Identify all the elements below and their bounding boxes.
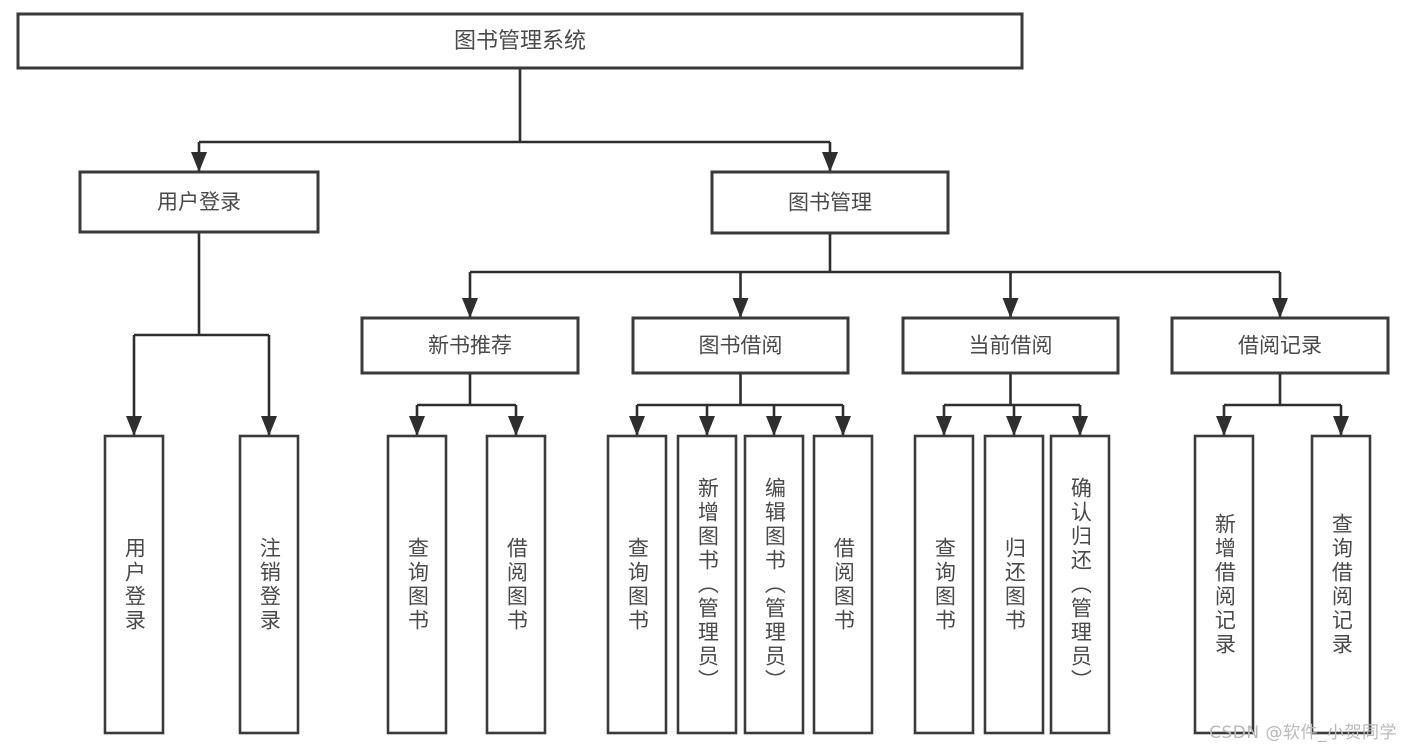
arrow-head-icon-cb-confirm-return — [1072, 416, 1088, 436]
arrow-head-icon-book-manage — [822, 152, 838, 172]
node-box-cb-return-book[interactable] — [983, 434, 1045, 735]
arrow-head-icon-nbr-query-book — [409, 416, 425, 436]
node-box-new-book-recommend[interactable] — [360, 316, 580, 375]
arrow-head-icon-leaf-user-login — [126, 416, 142, 436]
arrow-head-icon-new-book-recommend — [462, 298, 478, 318]
node-box-bb-borrow-book[interactable] — [812, 434, 874, 735]
arrow-head-icon-bb-borrow-book — [835, 416, 851, 436]
arrow-head-icon-nbr-borrow-book — [508, 416, 524, 436]
arrow-head-icon-user-login — [191, 152, 207, 172]
arrow-head-icon-cb-return-book — [1006, 416, 1022, 436]
node-box-bb-edit-book[interactable] — [743, 434, 805, 735]
node-box-current-borrow[interactable] — [901, 316, 1120, 375]
node-box-book-manage[interactable] — [710, 170, 950, 235]
node-box-root[interactable] — [16, 12, 1024, 70]
watermark-text: CSDN @软件_小贺同学 — [1209, 723, 1397, 743]
node-label-new-book-recommend: 新书推荐 — [428, 334, 512, 358]
node-box-cb-confirm-return[interactable] — [1049, 434, 1111, 735]
arrow-head-icon-cb-query-book — [936, 416, 952, 436]
boxes-layer — [16, 12, 1390, 735]
node-box-nbr-query-book[interactable] — [386, 434, 448, 735]
node-box-user-login[interactable] — [78, 170, 320, 234]
arrow-head-icon-bb-add-book — [699, 416, 715, 436]
arrow-head-icon-borrow-record — [1272, 298, 1288, 318]
node-box-bb-add-book[interactable] — [676, 434, 738, 735]
node-label-user-login: 用户登录 — [157, 190, 241, 214]
arrow-head-icon-bb-edit-book — [766, 416, 782, 436]
arrow-head-icon-current-borrow — [1002, 298, 1019, 318]
node-box-nbr-borrow-book[interactable] — [485, 434, 547, 735]
node-label-book-borrow: 图书借阅 — [699, 334, 783, 358]
node-box-br-query-record[interactable] — [1310, 434, 1372, 735]
node-box-br-add-record[interactable] — [1193, 434, 1255, 735]
node-box-book-borrow[interactable] — [631, 316, 850, 375]
arrow-head-icon-leaf-user-logout — [261, 416, 277, 436]
node-box-bb-query-book[interactable] — [606, 434, 668, 735]
node-box-borrow-record[interactable] — [1170, 316, 1390, 375]
connectors-layer — [126, 68, 1349, 436]
arrow-head-icon-book-borrow — [732, 298, 749, 318]
arrow-head-icon-br-add-record — [1216, 416, 1232, 436]
arrow-head-icon-br-query-record — [1333, 416, 1349, 436]
node-box-cb-query-book[interactable] — [913, 434, 975, 735]
node-box-leaf-user-login[interactable] — [103, 434, 165, 735]
node-label-book-manage: 图书管理 — [788, 191, 872, 215]
arrow-head-icon-bb-query-book — [629, 416, 645, 436]
node-label-current-borrow: 当前借阅 — [969, 334, 1053, 358]
node-label-borrow-record: 借阅记录 — [1238, 334, 1322, 358]
node-box-leaf-user-logout[interactable] — [238, 434, 300, 735]
node-label-root: 图书管理系统 — [454, 29, 586, 54]
